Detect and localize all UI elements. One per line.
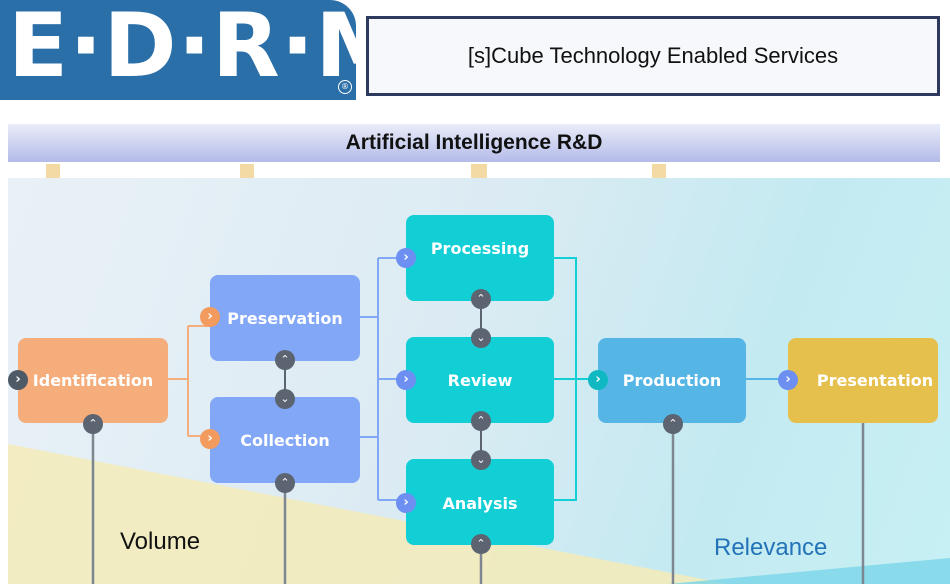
service-title-box: [s]Cube Technology Enabled Services: [366, 16, 940, 96]
stage-collection[interactable]: Collection: [210, 397, 360, 483]
stage-preservation-label: Preservation: [227, 308, 343, 328]
registered-mark: ®: [338, 80, 352, 94]
chevron-right-icon[interactable]: ›: [396, 370, 416, 390]
logo-wordmark: E·D·R·M: [8, 0, 356, 97]
stage-processing-label: Processing: [430, 238, 530, 258]
stage-presentation-label: Presentation: [816, 371, 934, 390]
stage-collection-label: Collection: [240, 430, 330, 450]
chevron-down-icon[interactable]: ⌄: [471, 328, 491, 348]
chevron-up-icon[interactable]: ⌃: [471, 411, 491, 431]
stage-production[interactable]: Production: [598, 338, 746, 423]
chevron-right-icon[interactable]: ›: [396, 493, 416, 513]
ai-banner-title: Artificial Intelligence R&D: [345, 131, 603, 154]
stage-review-label: Review: [447, 370, 513, 390]
chevron-up-icon[interactable]: ⌃: [275, 473, 295, 493]
edrm-logo: E·D·R·M ®: [0, 0, 356, 100]
edrm-diagram: Identification Preservation Collection P…: [8, 178, 950, 584]
stage-identification-label: Identification: [32, 371, 154, 390]
chevron-right-icon[interactable]: ›: [778, 370, 798, 390]
stage-presentation[interactable]: Presentation: [788, 338, 938, 423]
stage-preservation[interactable]: Preservation: [210, 275, 360, 361]
chevron-up-icon[interactable]: ⌃: [471, 289, 491, 309]
chevron-right-icon[interactable]: ›: [200, 429, 220, 449]
chevron-right-icon[interactable]: ›: [8, 370, 28, 390]
chevron-right-icon[interactable]: ›: [588, 370, 608, 390]
chevron-right-icon[interactable]: ›: [200, 307, 220, 327]
stage-analysis[interactable]: Analysis: [406, 459, 554, 545]
ai-banner: Artificial Intelligence R&D: [8, 124, 940, 162]
chevron-up-icon[interactable]: ⌃: [83, 414, 103, 434]
chevron-right-icon[interactable]: ›: [396, 248, 416, 268]
stage-processing[interactable]: Processing: [406, 215, 554, 301]
stage-identification[interactable]: Identification: [18, 338, 168, 423]
relevance-label: Relevance: [714, 534, 828, 561]
chevron-up-icon[interactable]: ⌃: [471, 534, 491, 554]
stage-production-label: Production: [622, 371, 722, 390]
volume-label: Volume: [120, 528, 201, 555]
chevron-up-icon[interactable]: ⌃: [663, 414, 683, 434]
chevron-up-icon[interactable]: ⌃: [275, 350, 295, 370]
stage-analysis-label: Analysis: [442, 493, 518, 513]
stage-review[interactable]: Review: [406, 337, 554, 423]
chevron-down-icon[interactable]: ⌄: [275, 389, 295, 409]
service-title: [s]Cube Technology Enabled Services: [467, 43, 839, 68]
chevron-down-icon[interactable]: ⌄: [471, 450, 491, 470]
